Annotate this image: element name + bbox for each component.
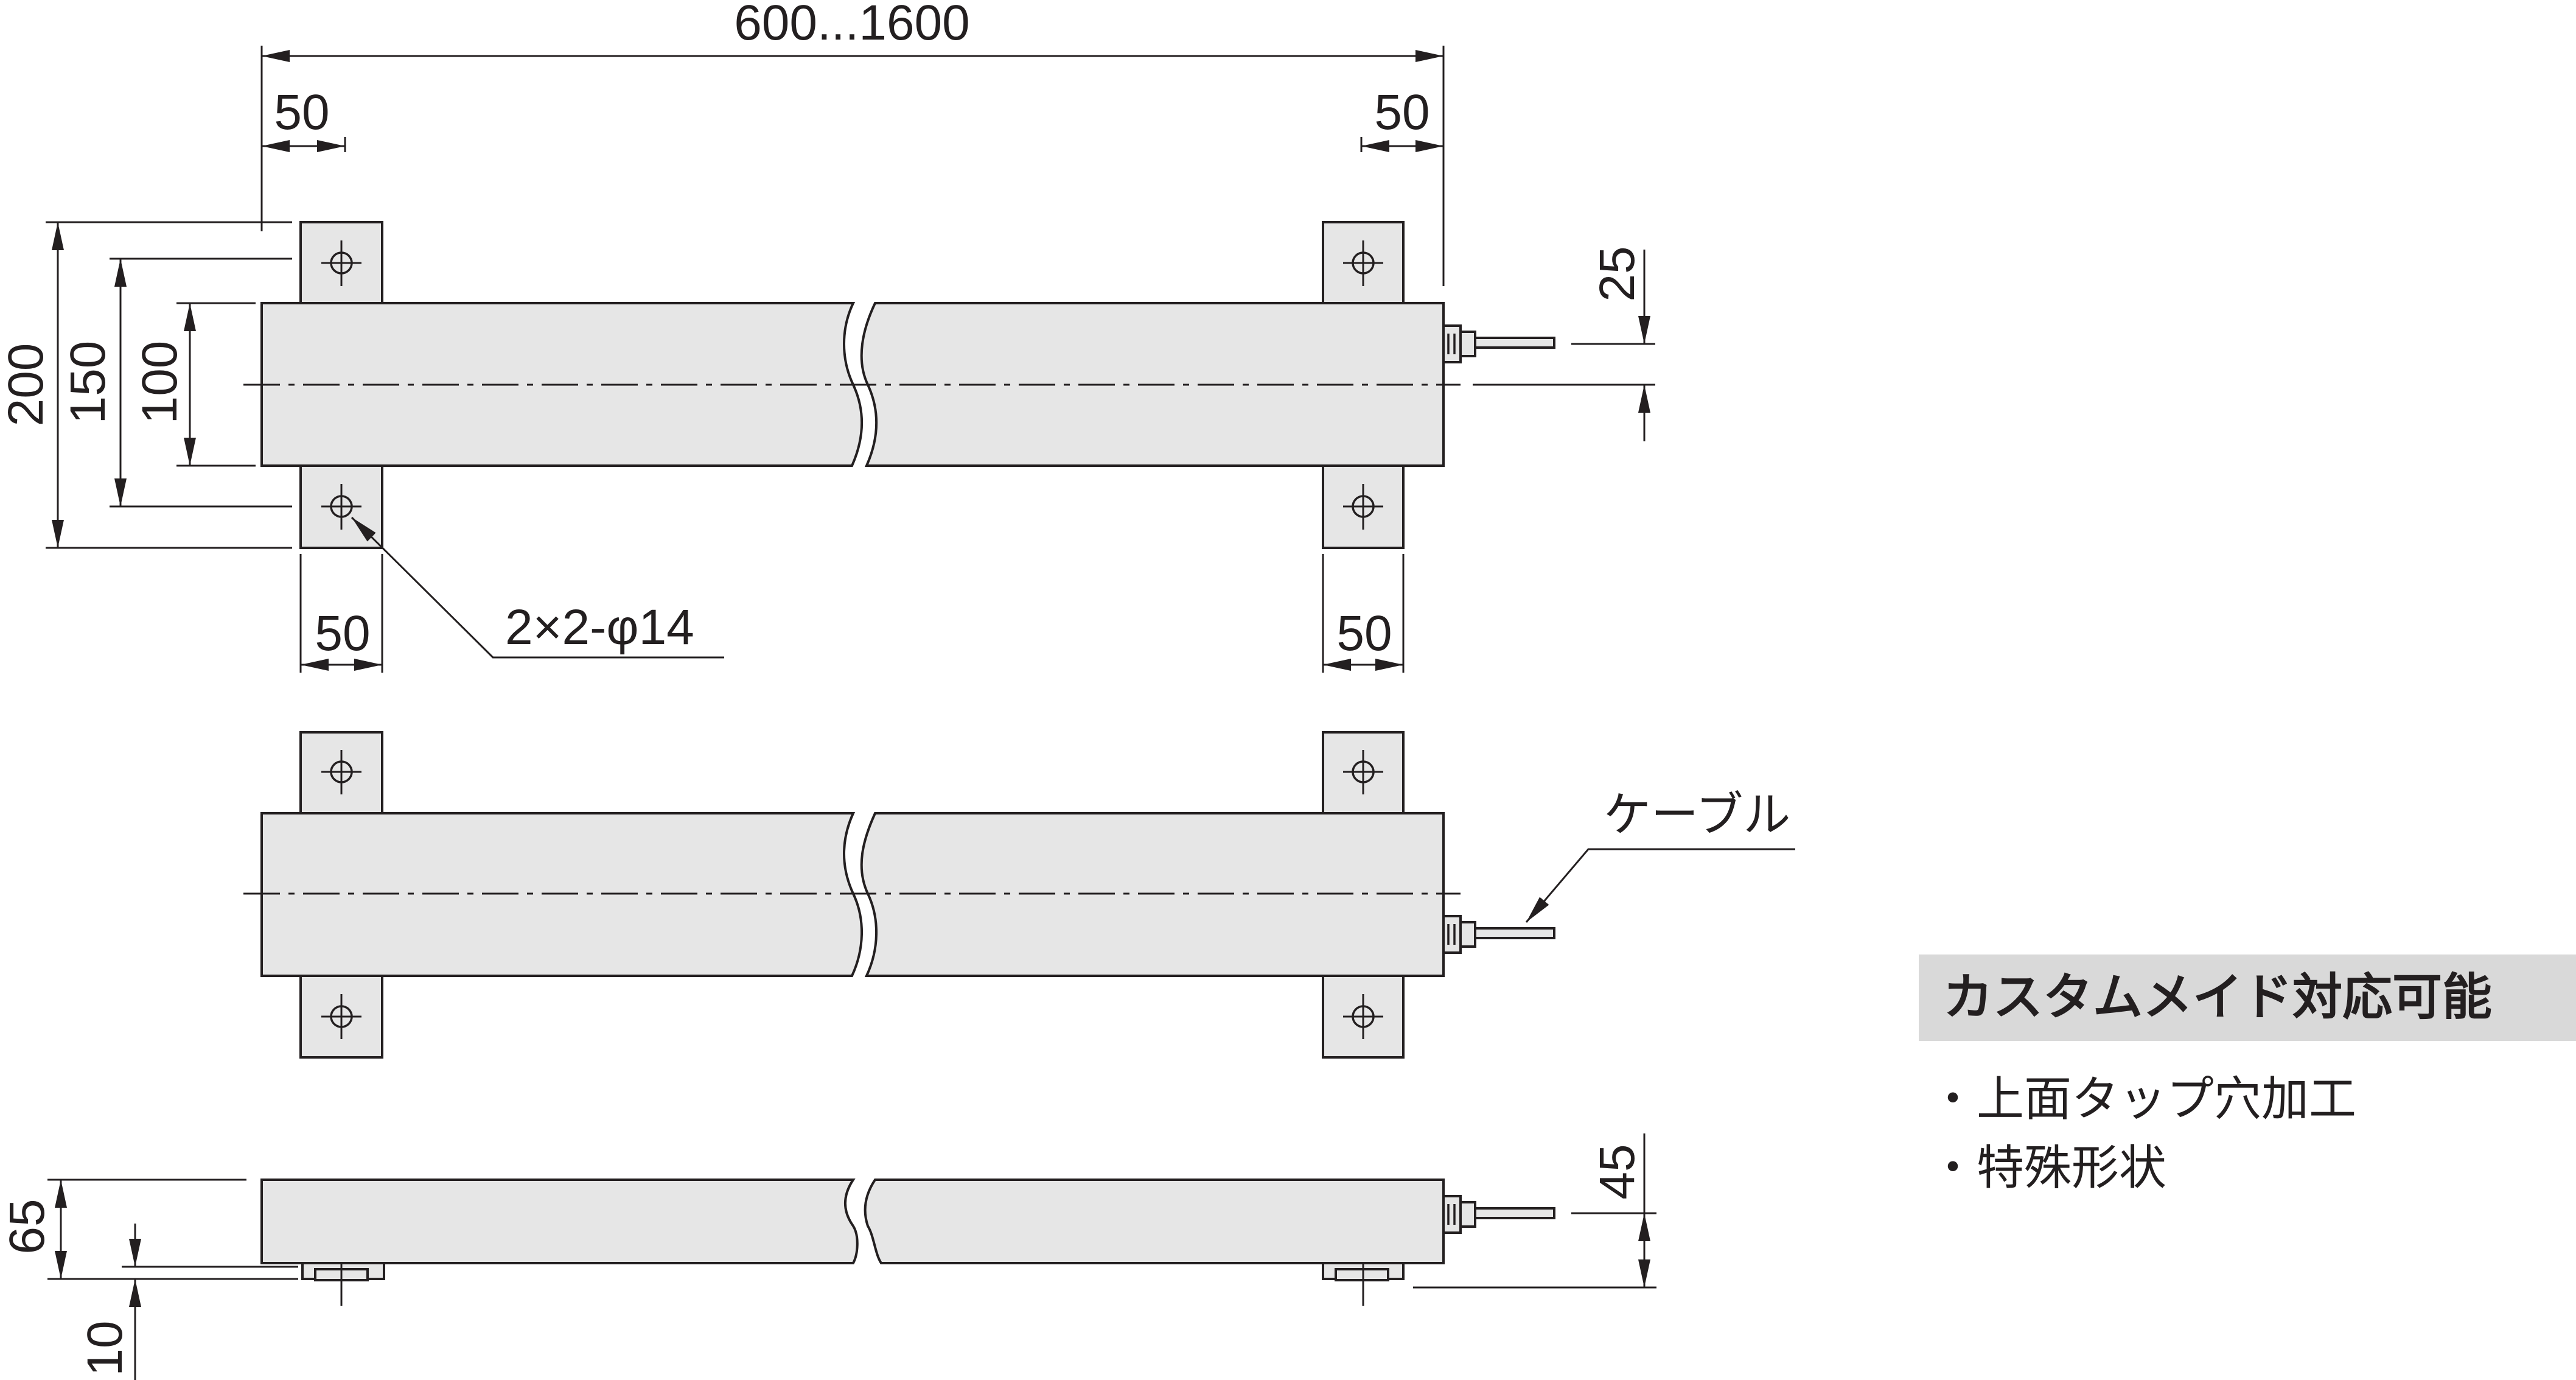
label-mounting-holes: 2×2-φ14: [505, 600, 694, 655]
top-view: 600...1600 50 50 200 150 100 50 50: [0, 0, 1655, 673]
dim-bracket-bottom-left: 50: [315, 606, 370, 661]
cable-connector-icon: [1442, 915, 1555, 954]
side-view: 65 10 45: [0, 1133, 1656, 1380]
dim-total-height: 200: [0, 343, 54, 427]
custom-made-panel: カスタムメイド対応可能 ・上面タップ穴加工 ・特殊形状: [1919, 954, 2576, 1196]
dim-bracket-bottom-right: 50: [1336, 606, 1392, 661]
cable-connector-icon: [1442, 1195, 1555, 1234]
dim-side-height: 65: [0, 1199, 55, 1254]
dim-hole-pitch: 150: [60, 341, 116, 424]
dim-side-connector-height: 45: [1590, 1144, 1645, 1199]
dim-connector-offset: 25: [1590, 246, 1645, 301]
front-view: ケーブル: [243, 731, 1795, 1059]
label-cable: ケーブル: [1604, 788, 1790, 842]
custom-heading: カスタムメイド対応可能: [1943, 968, 2492, 1026]
custom-item-2: ・特殊形状: [1929, 1141, 2166, 1196]
mounting-hole-icon: [321, 240, 1383, 530]
dim-overall-length: 600...1600: [734, 0, 970, 51]
body-side-right-half: [864, 1179, 1445, 1264]
dim-body-height: 100: [132, 341, 187, 424]
dim-bracket-top-right: 50: [1374, 85, 1429, 140]
dim-side-bracket-thickness: 10: [77, 1320, 133, 1376]
custom-heading-bg: [1919, 954, 2576, 1041]
mounting-hole-icon: [321, 750, 1383, 1039]
custom-item-1: ・上面タップ穴加工: [1929, 1072, 2356, 1127]
cable-connector-icon: [1442, 324, 1555, 363]
dim-bracket-top-left: 50: [274, 85, 329, 140]
body-side-left-half: [260, 1179, 859, 1264]
